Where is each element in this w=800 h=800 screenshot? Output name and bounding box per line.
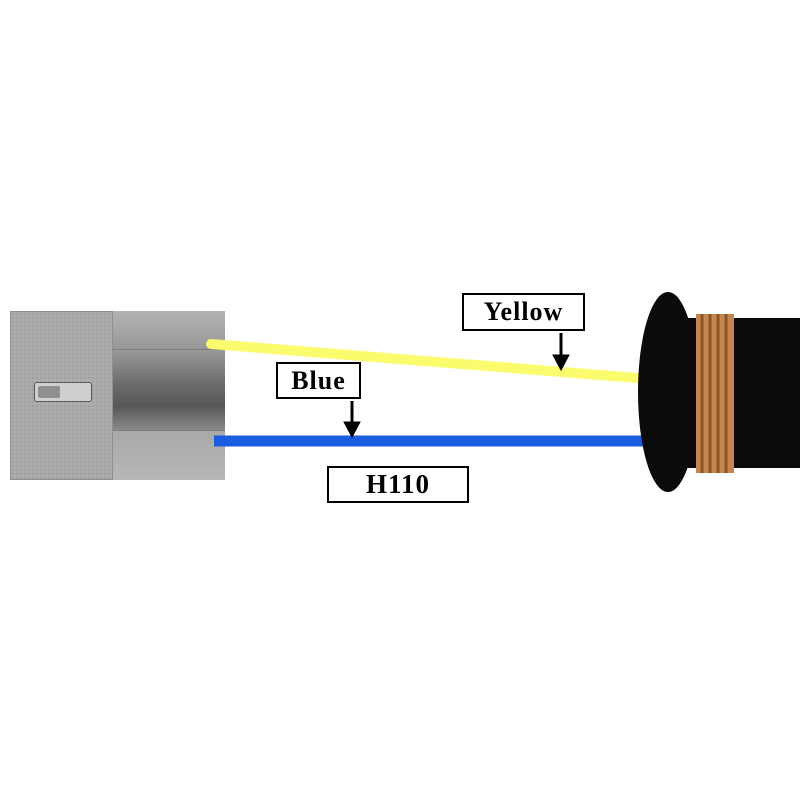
connector-housing [10,311,113,480]
connector-latch-tab [38,386,60,398]
label-yellow-wire: Yellow [462,293,585,331]
sensor-copper-ridges [700,314,728,473]
label-blue-wire: Blue [276,362,361,399]
left-connector [10,311,225,480]
yellow-label-arrow-icon [552,333,570,372]
yellow-wire [206,339,655,384]
connector-barrel [113,311,225,480]
label-part-number: H110 [327,466,469,503]
connector-latch-slot [34,382,92,402]
connector-barrel-bottom-band [113,430,225,480]
label-blue-wire-text: Blue [291,365,346,395]
blue-label-arrow-icon [343,401,361,439]
label-part-number-text: H110 [365,469,430,499]
label-yellow-wire-text: Yellow [483,297,564,326]
connector-barrel-mid-band [113,350,225,430]
